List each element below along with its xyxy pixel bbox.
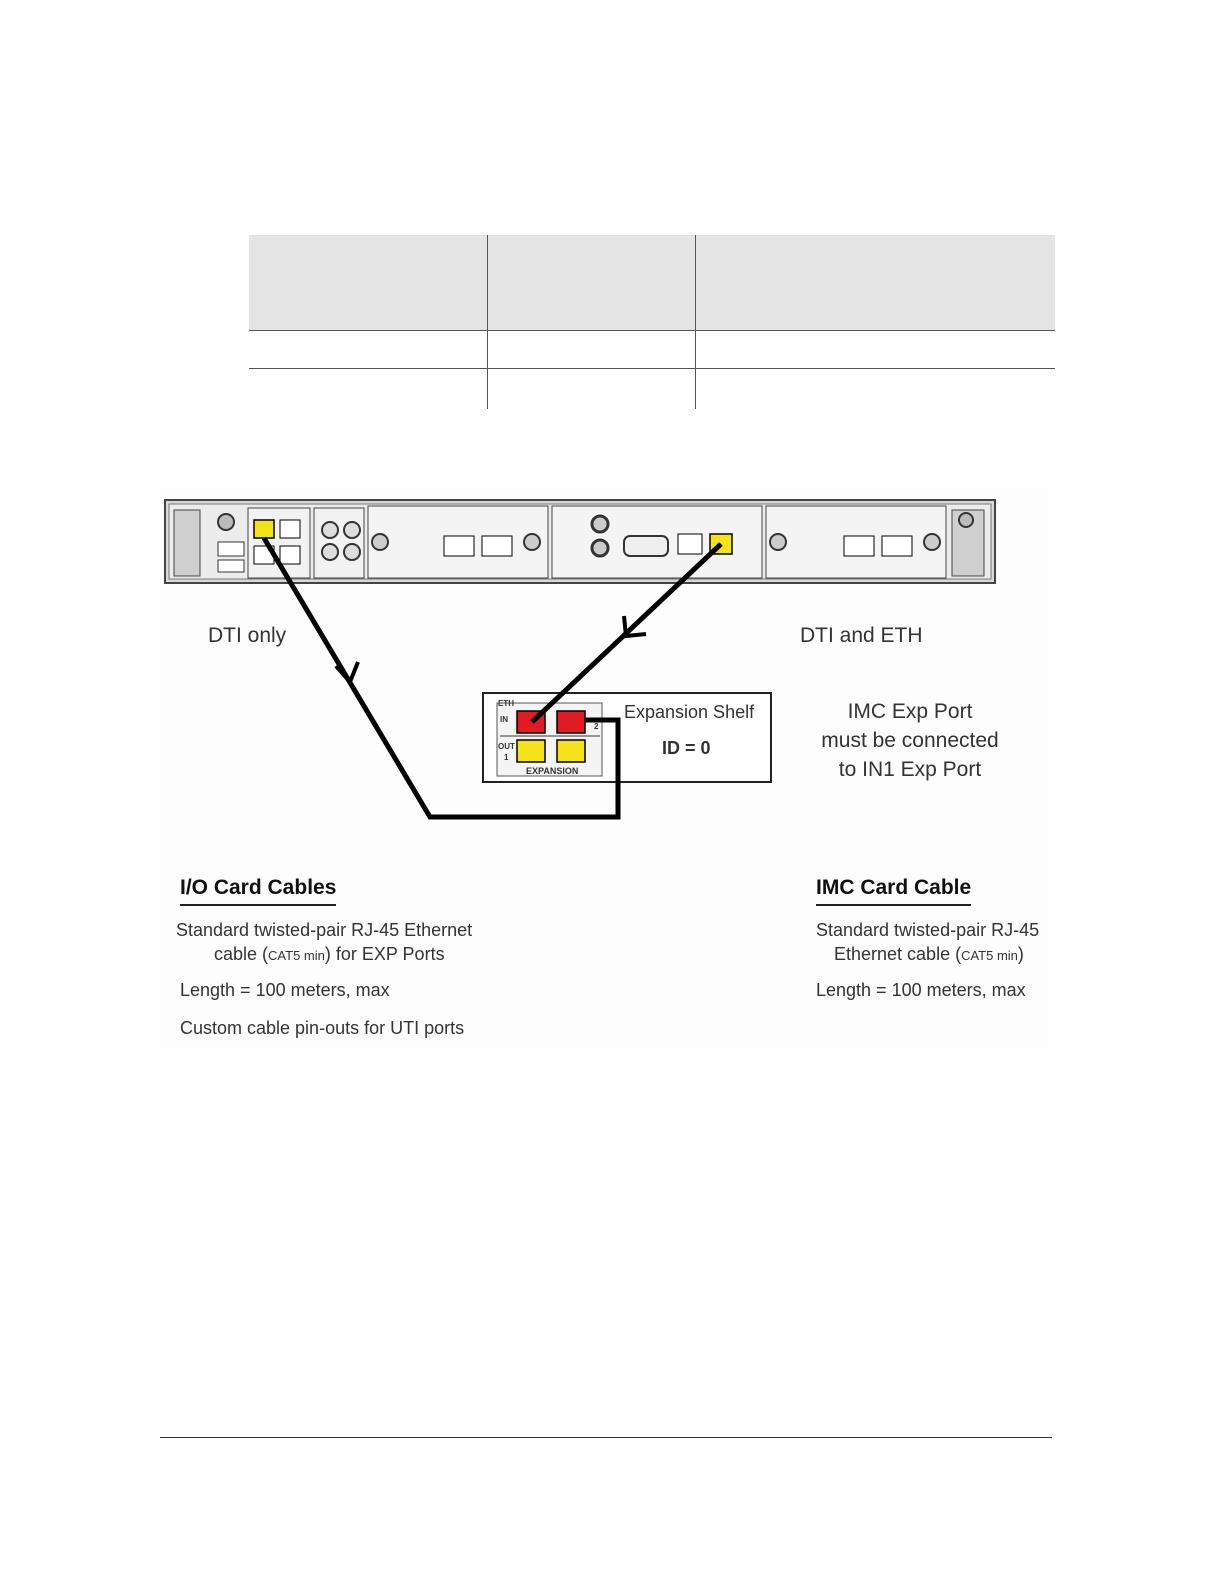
expansion-cabling-diagram: DTI only DTI and ETH Expansion Shelf ID …	[160, 490, 1050, 1050]
port-2-label: 2	[594, 722, 599, 731]
io-cables-custom: Custom cable pin-outs for UTI ports	[180, 1018, 465, 1038]
imc-cable-heading: IMC Card Cable	[816, 876, 972, 906]
expansion-shelf-title: Expansion Shelf	[624, 702, 755, 722]
port-out-label: OUT	[498, 742, 515, 751]
imc-cable-line-1: Standard twisted-pair RJ-45	[816, 920, 1040, 940]
io-cables-heading: I/O Card Cables	[180, 876, 337, 906]
table-column-divider	[695, 235, 696, 409]
io-cables-line-2b: ) for EXP Ports	[324, 944, 445, 964]
io-cables-line-2-small: CAT5 min	[268, 948, 325, 963]
port-in-label: IN	[500, 715, 508, 724]
arrow-down-icon	[622, 615, 647, 639]
imc-note-line-1: IMC Exp Port	[847, 700, 973, 723]
io-cables-length: Length = 100 meters, max	[180, 980, 390, 1000]
imc-cable-length: Length = 100 meters, max	[816, 980, 1026, 1000]
port-1-label: 1	[504, 753, 509, 762]
imc-note-line-3: to IN1 Exp Port	[838, 758, 982, 781]
expansion-shelf-id: ID = 0	[662, 738, 711, 758]
footer-rule	[160, 1437, 1052, 1438]
dti-only-label: DTI only	[208, 624, 287, 647]
imc-cable-line-2b: )	[1017, 944, 1024, 964]
expansion-shelf	[482, 692, 772, 783]
io-exp-port-icon	[253, 519, 275, 539]
table-column-divider	[487, 235, 488, 409]
chassis-rear-panel	[164, 499, 996, 584]
expansion-label: EXPANSION	[526, 766, 579, 776]
screw-icon	[217, 513, 235, 531]
imc-cable-line-2-small: CAT5 min	[961, 948, 1018, 963]
table-row-divider	[249, 330, 1055, 331]
in2-exp-port-icon	[556, 710, 586, 734]
io-cables-line-2: cable (CAT5 min) for EXP Ports	[214, 944, 445, 965]
io-cables-line-2a: cable (	[214, 944, 269, 964]
empty-table	[249, 235, 1055, 409]
port-eth-label: ETH	[498, 699, 514, 708]
arrow-down-icon	[334, 661, 360, 686]
dti-eth-label: DTI and ETH	[800, 624, 923, 647]
table-row-divider	[249, 368, 1055, 369]
imc-cable-line-2: Ethernet cable (CAT5 min)	[834, 944, 1024, 965]
out2-exp-port-icon	[556, 739, 586, 763]
io-cables-line-1: Standard twisted-pair RJ-45 Ethernet	[176, 920, 473, 940]
io-card-cable	[261, 536, 621, 820]
table-header-row	[249, 235, 1055, 330]
diagram-graphics	[164, 499, 996, 820]
imc-note-line-2: must be connected	[821, 729, 999, 752]
imc-cable-line-2a: Ethernet cable (	[834, 944, 962, 964]
out1-exp-port-icon	[516, 739, 546, 763]
